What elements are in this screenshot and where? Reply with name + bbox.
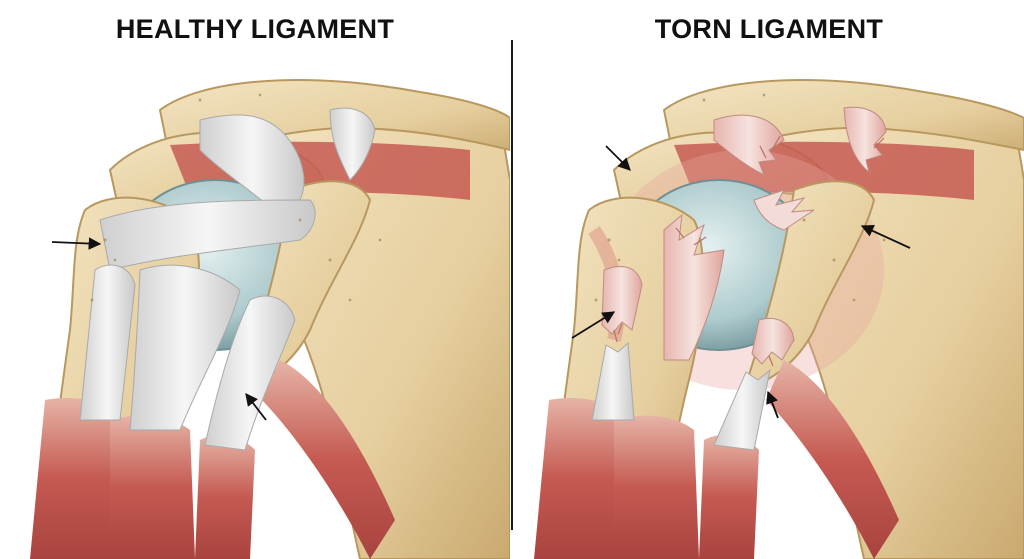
rear-muscle [766,360,899,559]
pointer-arrow-icon [245,393,267,421]
panel-divider [511,40,513,530]
torn-panel: TORN LIGAMENT [514,0,1024,559]
ligament-superior [199,114,305,216]
triceps-muscle [699,434,759,559]
ligament-coracoacromial [329,107,376,181]
healthy-panel: HEALTHY LIGAMENT [0,0,510,559]
ligament-tendon-3 [204,295,296,451]
pointer-arrow-icon [51,237,102,250]
bone-texture [594,93,886,302]
torn-tendon-1-lower [591,341,635,421]
torn-title: TORN LIGAMENT [654,14,884,44]
pointer-arrow-icon [860,224,911,249]
pointer-arrow-icon [571,311,616,339]
torn-tendon-2 [663,213,725,361]
deltoid-muscle [110,415,195,559]
torn-shoulder-illustration [534,79,1024,559]
pointer-arrow-icon [605,145,631,171]
deltoid-muscle [614,415,699,559]
healthy-title: HEALTHY LIGAMENT [115,14,395,44]
biceps-muscle [30,398,115,559]
bone-texture [90,93,382,302]
frayed-fibers [613,135,885,367]
biceps-muscle [534,398,619,559]
ligament-glenohumeral [99,199,316,271]
triceps-muscle [195,434,255,559]
torn-ligament-frayed [753,189,815,231]
torn-ligament-superior [713,114,785,177]
torn-tendon-3 [751,317,795,365]
pointer-arrow-icon [766,390,779,419]
healthy-shoulder-illustration [30,79,510,559]
ligament-tendon-2 [129,264,241,431]
ligament-tendon-1 [79,264,136,421]
rear-muscle [262,360,395,559]
torn-tendon-3-lower [713,368,771,451]
torn-ligament-coracoacromial [843,106,887,174]
